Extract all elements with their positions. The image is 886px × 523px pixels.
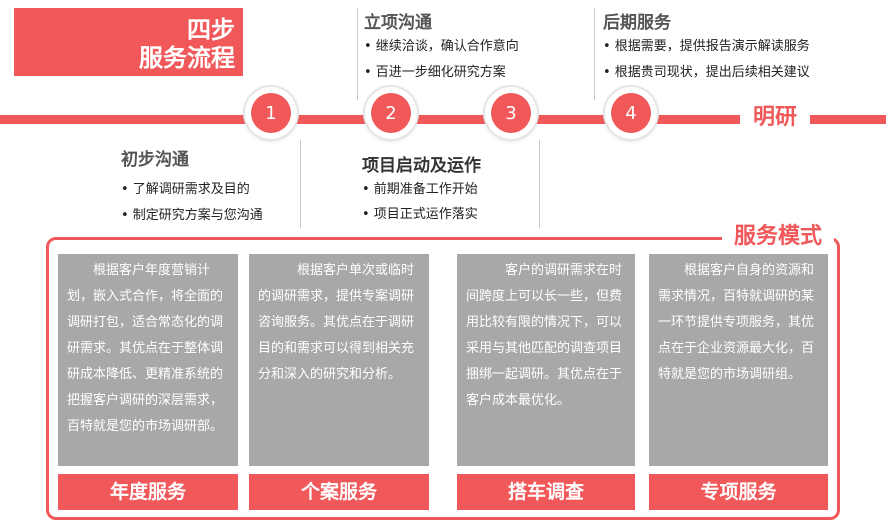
step-4-marker: 4: [605, 87, 657, 139]
title-line-1: 四步: [187, 16, 235, 44]
card-case-text: 根据客户单次或临时的调研需求，提供专案调研咨询服务。其优点在于调研目的和需求可以…: [258, 263, 415, 382]
timeline-bar: [0, 115, 886, 124]
step-2-title: 立项沟通: [364, 13, 432, 33]
page-title: 四步 服务流程: [14, 8, 243, 76]
step-3-marker: 3: [485, 87, 537, 139]
card-ride-along-text: 客户的调研需求在时间跨度上可以长一些，但费用比较有限的情况下，可以采用与其他匹配…: [466, 263, 623, 408]
brand-label: 明研: [740, 101, 810, 135]
title-line-2: 服务流程: [139, 44, 235, 72]
step-3-number: 3: [491, 93, 531, 133]
step-4-connector: [594, 8, 595, 100]
step-1-marker: 1: [245, 87, 297, 139]
step-2-number: 2: [371, 93, 411, 133]
service-mode-label: 服务模式: [722, 222, 834, 252]
card-case-label: 个案服务: [249, 474, 429, 510]
step-1-bullet-2: • 制定研究方案与您沟通: [121, 208, 263, 223]
step-1-title: 初步沟通: [121, 150, 189, 170]
card-annual-label: 年度服务: [58, 474, 238, 510]
step-4-title: 后期服务: [603, 13, 671, 33]
card-annual-text: 根据客户年度营销计划，嵌入式合作，将全面的调研打包，适合常态化的调研需求。其优点…: [67, 263, 224, 434]
step-2-marker: 2: [365, 87, 417, 139]
card-ride-along-label: 搭车调查: [457, 474, 635, 510]
card-special-text: 根据客户自身的资源和需求情况，百特就调研的某一环节提供专项服务，其优点在于企业资…: [658, 263, 815, 382]
card-special-description: 根据客户自身的资源和需求情况，百特就调研的某一环节提供专项服务，其优点在于企业资…: [649, 254, 828, 466]
step-1-number: 1: [251, 93, 291, 133]
step-3-bullet-1: • 前期准备工作开始: [362, 182, 478, 197]
step-4-bullet-2: • 根据贵司现状，提出后续相关建议: [603, 65, 810, 80]
service-mode-frame: [46, 237, 840, 520]
step-4-number: 4: [611, 93, 651, 133]
step-3-connector: [539, 140, 540, 228]
step-1-connector: [300, 140, 301, 228]
step-2-bullet-1: • 继续洽谈，确认合作意向: [364, 39, 519, 54]
step-2-bullet-2: • 百进一步细化研究方案: [364, 65, 506, 80]
card-ride-along-description: 客户的调研需求在时间跨度上可以长一些，但费用比较有限的情况下，可以采用与其他匹配…: [457, 254, 635, 466]
step-3-bullet-2: • 项目正式运作落实: [362, 207, 478, 222]
card-case-description: 根据客户单次或临时的调研需求，提供专案调研咨询服务。其优点在于调研目的和需求可以…: [249, 254, 429, 466]
card-special-label: 专项服务: [649, 474, 828, 510]
step-2-connector: [357, 8, 358, 100]
step-1-bullet-1: • 了解调研需求及目的: [121, 182, 250, 197]
step-3-title: 项目启动及运作: [362, 156, 481, 176]
step-4-bullet-1: • 根据需要，提供报告演示解读服务: [603, 39, 810, 54]
card-annual-description: 根据客户年度营销计划，嵌入式合作，将全面的调研打包，适合常态化的调研需求。其优点…: [58, 254, 238, 466]
